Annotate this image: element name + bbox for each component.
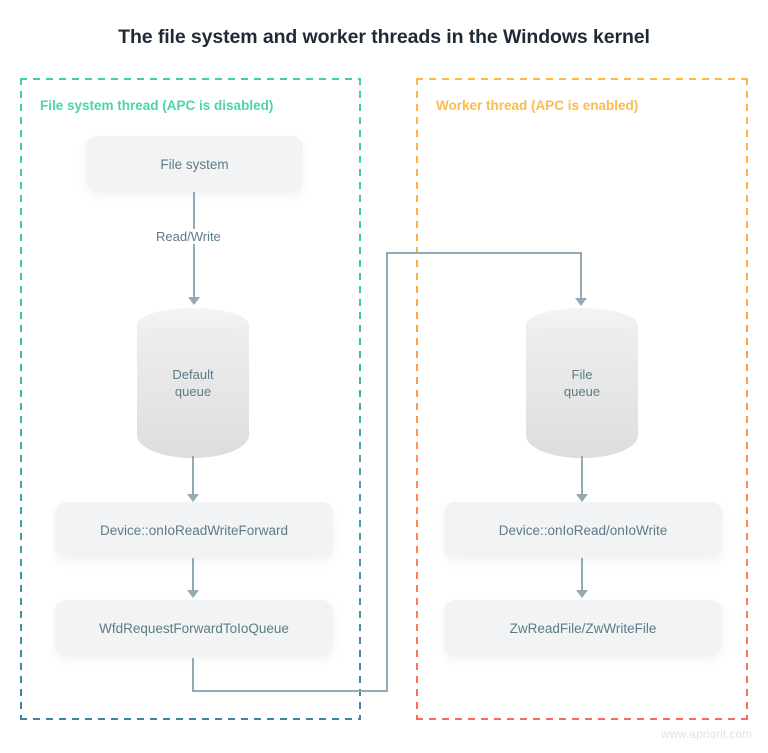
cylinder-top: [137, 308, 249, 342]
panel-label-file-system-thread: File system thread (APC is disabled): [40, 98, 274, 113]
node-label: Device::onIoReadWriteForward: [99, 522, 289, 538]
node-file-system[interactable]: File system: [86, 136, 303, 192]
panel-border-left: [416, 78, 418, 720]
node-zw-read-file-zw-write-file[interactable]: ZwReadFile/ZwWriteFile: [444, 600, 722, 656]
page-title: The file system and worker threads in th…: [118, 26, 650, 48]
panel-border-top: [416, 78, 748, 80]
node-label: ZwReadFile/ZwWriteFile: [509, 620, 657, 636]
node-device-on-io-read-write-forward[interactable]: Device::onIoReadWriteForward: [55, 502, 333, 558]
edge-label-read-write: Read/Write: [150, 229, 227, 244]
node-label: WfdRequestForwardToIoQueue: [99, 620, 289, 636]
node-file-queue[interactable]: File queue: [526, 308, 638, 458]
cylinder-top: [526, 308, 638, 342]
panel-border-bottom: [20, 718, 361, 720]
panel-border-bottom: [416, 718, 748, 720]
node-label: File system: [160, 156, 229, 172]
cylinder-body: [526, 325, 638, 458]
node-label: Device::onIoRead/onIoWrite: [498, 522, 668, 538]
panel-border-right: [746, 78, 748, 720]
cylinder-body: [137, 325, 249, 458]
panel-border-right: [359, 78, 361, 720]
node-default-queue[interactable]: Default queue: [137, 308, 249, 458]
node-label: File queue: [563, 367, 601, 399]
node-device-on-io-read-on-io-write[interactable]: Device::onIoRead/onIoWrite: [444, 502, 722, 558]
panel-worker-thread: Worker thread (APC is enabled): [416, 78, 748, 720]
watermark: www.apriorit.com: [661, 729, 752, 741]
node-label: Default queue: [172, 367, 214, 399]
panel-file-system-thread: File system thread (APC is disabled): [20, 78, 361, 720]
panel-border-top: [20, 78, 361, 80]
panel-label-worker-thread: Worker thread (APC is enabled): [436, 98, 639, 113]
node-wfd-request-forward-to-io-queue[interactable]: WfdRequestForwardToIoQueue: [55, 600, 333, 656]
panel-border-left: [20, 78, 22, 720]
